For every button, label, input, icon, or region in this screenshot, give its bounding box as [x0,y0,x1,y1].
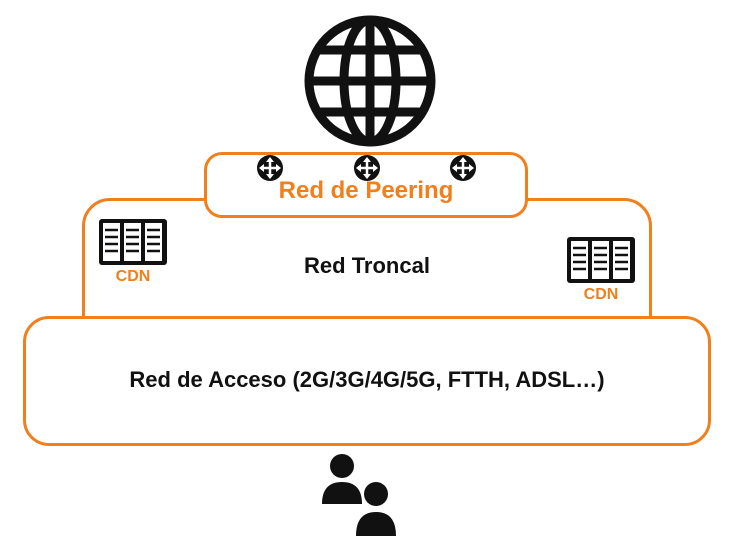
cdn-right: CDN [566,236,636,304]
router-icon [449,154,477,187]
cdn-label: CDN [115,268,151,285]
cdn-label: CDN [583,286,619,303]
router-icon [256,154,284,187]
access-network-label: Red de Acceso (2G/3G/4G/5G, FTTH, ADSL…) [129,367,605,392]
router-icon [353,154,381,187]
access-network-box: Red de Acceso (2G/3G/4G/5G, FTTH, ADSL…) [23,316,711,446]
peering-network-label: Red de Peering [278,177,454,204]
server-rack-icon [566,236,636,284]
cdn-left: CDN [98,218,168,286]
globe-icon [303,14,437,153]
users-icon [318,452,402,549]
server-rack-icon [98,218,168,266]
backbone-network-label: Red Troncal [304,253,430,278]
